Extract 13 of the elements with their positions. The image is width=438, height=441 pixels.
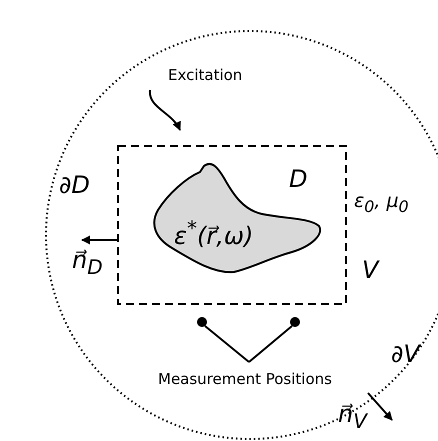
leader-line — [248, 325, 293, 363]
excitation-label: Excitation — [168, 68, 242, 83]
math-symbol: V — [362, 258, 378, 282]
math-symbol: ε$^{*}$(r⃗,ω) — [174, 218, 254, 248]
leader-line — [204, 325, 250, 363]
arrow — [149, 90, 181, 131]
math-symbol: D — [289, 167, 308, 191]
boundary-symbol: ∂V — [391, 342, 420, 366]
math-symbol: n⃗$_{V}$ — [338, 402, 367, 431]
math-symbol: n⃗$_{D}$ — [72, 248, 103, 277]
math-symbol: ε$_{0}$, μ$_{0}$ — [354, 192, 409, 215]
measurement-label: Measurement Positions — [158, 372, 332, 387]
boundary-symbol: ∂D — [59, 173, 90, 197]
